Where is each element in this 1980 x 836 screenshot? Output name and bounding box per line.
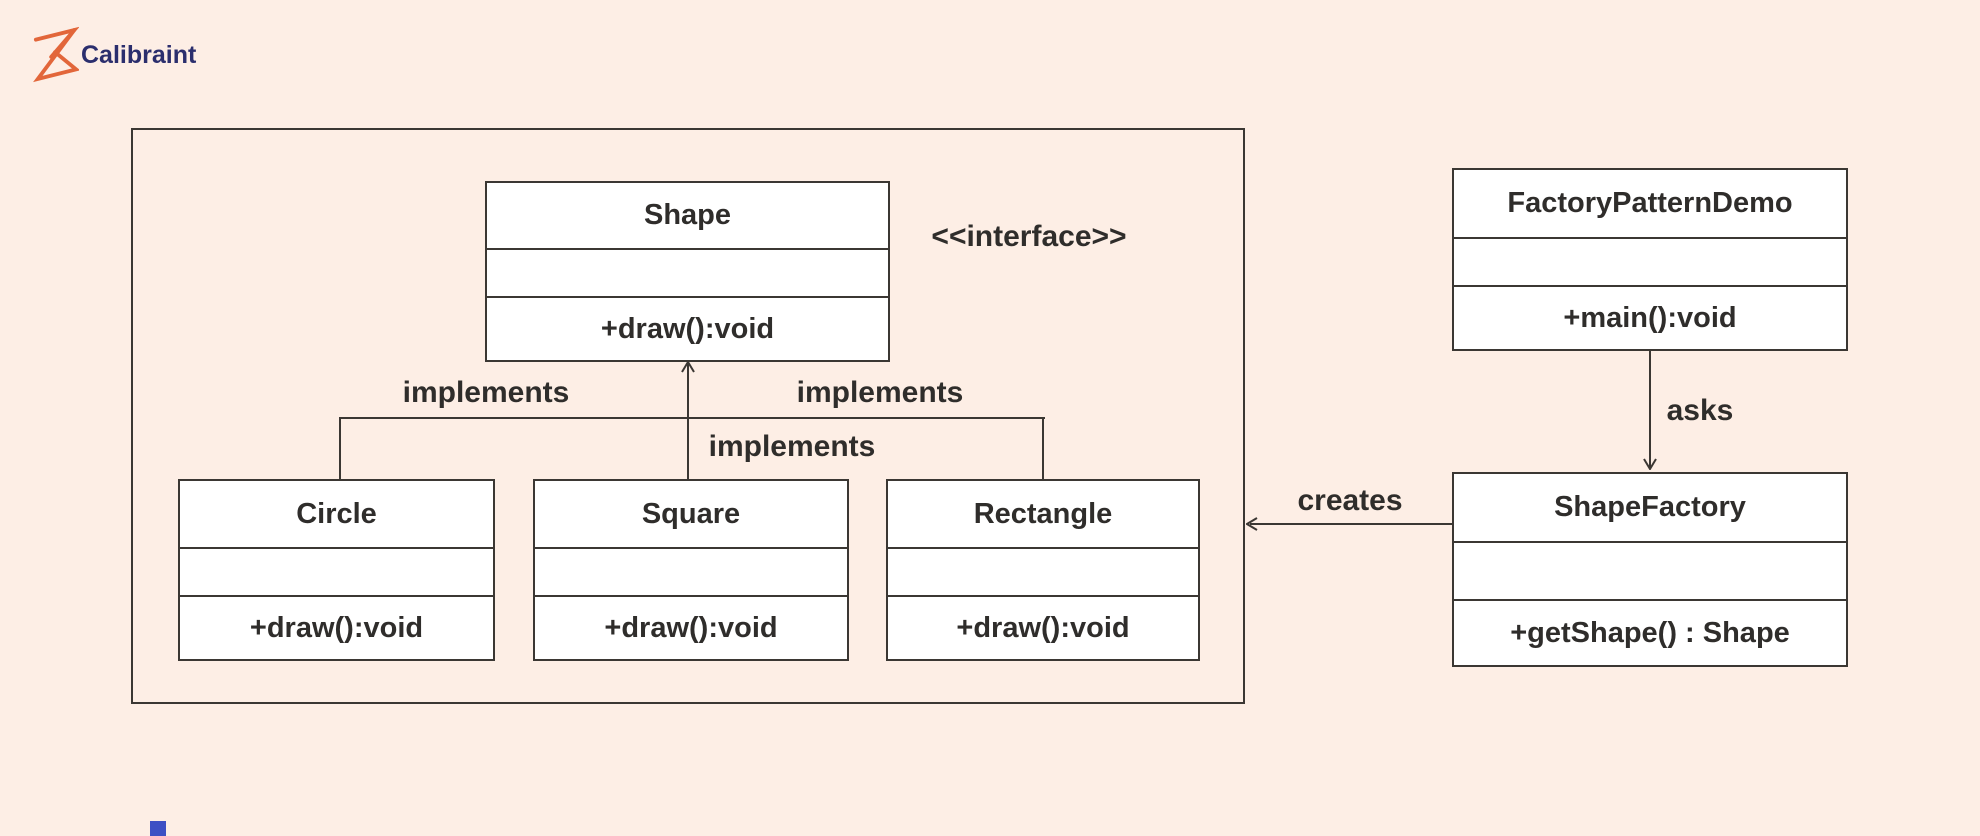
implements-label-right: implements <box>796 376 964 409</box>
implements-horizontal-connector <box>339 417 1045 419</box>
class-name: ShapeFactory <box>1554 491 1746 523</box>
class-name: Circle <box>296 497 377 530</box>
asks-label: asks <box>1666 394 1734 427</box>
implements-line-to-shape <box>687 364 689 479</box>
arrowhead-down-icon <box>1643 458 1657 470</box>
class-methods: +draw():void <box>535 595 847 659</box>
bottom-left-badge <box>150 821 166 836</box>
class-methods: +getShape() : Shape <box>1454 599 1846 665</box>
implements-line-circle <box>339 417 341 479</box>
logo-text: Calibraint <box>81 40 197 69</box>
class-methods: +draw():void <box>888 595 1198 659</box>
class-box-shape: Shape +draw():void <box>485 181 890 362</box>
class-box-factory-pattern-demo: FactoryPatternDemo +main():void <box>1452 168 1848 351</box>
class-attributes <box>180 547 493 595</box>
class-methods: +draw():void <box>180 595 493 659</box>
asks-line <box>1649 351 1651 469</box>
class-box-square: Square +draw():void <box>533 479 849 661</box>
arrowhead-up-icon <box>681 361 695 373</box>
class-attributes <box>1454 237 1846 285</box>
implementations-group-frame <box>131 128 1245 704</box>
class-box-circle: Circle +draw():void <box>178 479 495 661</box>
class-box-shape-factory: ShapeFactory +getShape() : Shape <box>1452 472 1848 667</box>
calibraint-zigzag-icon <box>33 26 79 83</box>
class-box-rectangle: Rectangle +draw():void <box>886 479 1200 661</box>
implements-line-rectangle <box>1042 417 1044 479</box>
creates-line <box>1250 523 1453 525</box>
logo: Calibraint <box>33 26 196 84</box>
creates-label: creates <box>1297 484 1403 517</box>
class-methods: +draw():void <box>487 296 888 360</box>
implements-label-center: implements <box>708 430 876 463</box>
implements-label-left: implements <box>402 376 570 409</box>
class-name: FactoryPatternDemo <box>1507 187 1793 219</box>
class-attributes <box>487 248 888 296</box>
class-name: Shape <box>643 199 732 231</box>
class-attributes <box>1454 541 1846 599</box>
class-methods: +main():void <box>1454 285 1846 349</box>
class-name: Rectangle <box>973 497 1113 530</box>
class-attributes <box>535 547 847 595</box>
class-name: Square <box>641 497 741 530</box>
class-attributes <box>888 547 1198 595</box>
interface-stereotype-label: <<interface>> <box>931 220 1127 253</box>
arrowhead-left-icon <box>1246 517 1258 531</box>
